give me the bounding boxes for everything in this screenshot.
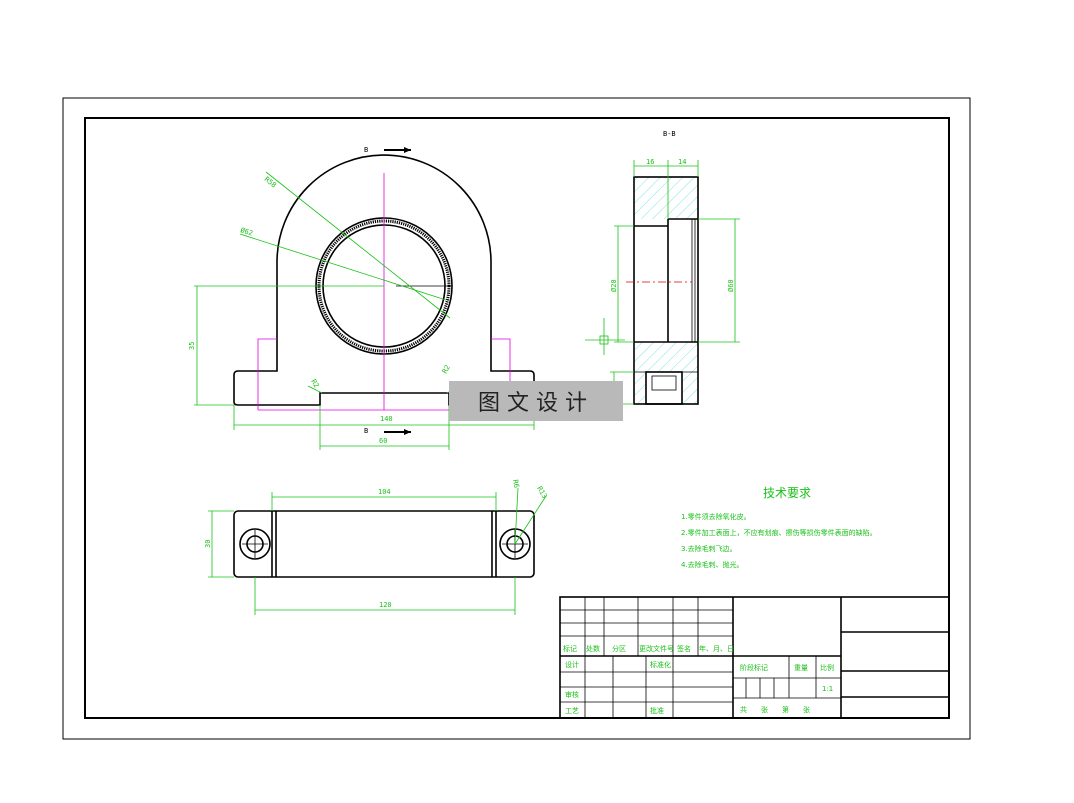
tb-label-mark: 标记 xyxy=(563,644,577,653)
tb-weight: 重量 xyxy=(794,664,808,672)
dim-r2-right: R2 xyxy=(441,364,452,375)
tb-review: 审核 xyxy=(565,690,579,699)
tb-label-date: 年、月、日 xyxy=(699,644,734,653)
top-view-dimensions: 104 30 120 R13 R6 xyxy=(204,479,549,615)
tb-standardize: 标准化 xyxy=(650,660,671,669)
title-block: 标记 处数 分区 更改文件号 签名 年、月、日 设计 标准化 审核 工艺 批准 … xyxy=(559,596,950,719)
technical-requirements: 技术要求 1.零件须去除氧化皮。 2.零件加工表面上，不应有划痕、擦伤等损伤零件… xyxy=(681,486,877,569)
dim-h30: 30 xyxy=(204,540,212,548)
tb-scale: 比例 xyxy=(820,663,834,672)
outer-border xyxy=(62,97,971,740)
dim-top16: 16 xyxy=(646,158,654,166)
dim-r58: R58 xyxy=(263,175,278,189)
section-label: B-B xyxy=(663,130,676,138)
tb-label-count: 处数 xyxy=(586,644,600,653)
requirement-item-2: 2.零件加工表面上，不应有划痕、擦伤等损伤零件表面的缺陷。 xyxy=(681,528,877,537)
section-view: B-B xyxy=(585,130,699,405)
top-view xyxy=(233,510,535,578)
dim-d62: Ø62 xyxy=(239,226,253,237)
requirement-item-4: 4.去除毛刺、抛光。 xyxy=(681,560,744,569)
cut-label-bottom: B xyxy=(364,427,368,435)
dim-h35: 35 xyxy=(188,342,196,350)
dim-top14: 14 xyxy=(678,158,686,166)
tb-stage-mark: 阶段标记 xyxy=(740,663,768,672)
tb-sheet-info: 共 张 第 张 xyxy=(740,705,810,714)
dim-r13: R13 xyxy=(535,485,548,500)
requirements-title: 技术要求 xyxy=(763,486,811,500)
dim-l120: 120 xyxy=(379,601,392,609)
dim-w60: 60 xyxy=(379,437,387,445)
inner-frame xyxy=(84,117,950,719)
dim-dia-inner: Ø20 xyxy=(610,279,618,292)
tb-approve: 批准 xyxy=(650,706,664,715)
tb-process: 工艺 xyxy=(565,707,579,715)
dim-l104: 104 xyxy=(378,488,391,496)
requirement-item-3: 3.去除毛刺飞边。 xyxy=(681,544,737,553)
dim-r2-left: R2 xyxy=(309,378,320,389)
tb-label-zone: 分区 xyxy=(612,644,626,653)
dim-w140: 140 xyxy=(380,415,393,423)
cut-label-top: B xyxy=(364,146,368,154)
requirement-item-1: 1.零件须去除氧化皮。 xyxy=(681,512,751,521)
watermark: 图文设计 xyxy=(449,381,623,421)
dim-r6: R6 xyxy=(511,479,520,489)
dim-dia-outer: Ø60 xyxy=(727,279,735,292)
tb-label-change-doc: 更改文件号 xyxy=(639,644,674,653)
tb-label-sign: 签名 xyxy=(677,644,691,653)
tb-scale-value: 1:1 xyxy=(822,685,833,693)
tb-design: 设计 xyxy=(565,660,579,669)
front-view-dimensions: R58 Ø62 35 140 60 R2 R2 xyxy=(188,171,535,450)
